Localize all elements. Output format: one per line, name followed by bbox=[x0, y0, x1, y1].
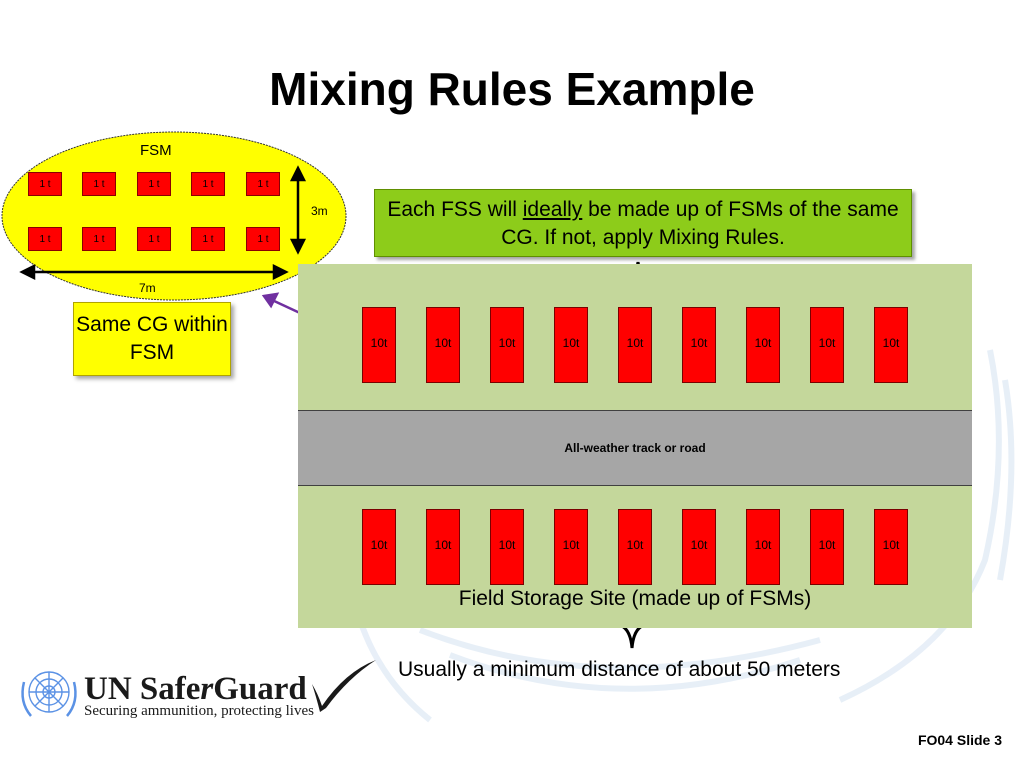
site-label: Field Storage Site (made up of FSMs) bbox=[458, 587, 812, 610]
fsm-ellipse bbox=[1, 131, 347, 301]
storage-cell: 10t bbox=[746, 509, 780, 585]
fsm-cell: 1 t bbox=[191, 172, 225, 196]
fss-callout-text-pre: Each FSS will bbox=[387, 198, 523, 221]
fsm-label: FSM bbox=[140, 142, 172, 159]
road-band bbox=[298, 410, 972, 486]
storage-cell: 10t bbox=[874, 509, 908, 585]
distance-note: Usually a minimum distance of about 50 m… bbox=[398, 658, 841, 681]
fsm-cell: 1 t bbox=[28, 227, 62, 251]
width-label: 7m bbox=[139, 281, 156, 295]
fsm-cell: 1 t bbox=[246, 172, 280, 196]
fss-callout-emphasis: ideally bbox=[522, 198, 583, 221]
fsm-cell: 1 t bbox=[82, 227, 116, 251]
fsm-cell: 1 t bbox=[191, 227, 225, 251]
slide-number: FO04 Slide 3 bbox=[917, 732, 1002, 748]
storage-cell: 10t bbox=[490, 307, 524, 383]
storage-cell: 10t bbox=[618, 307, 652, 383]
storage-cell: 10t bbox=[874, 307, 908, 383]
logo-tagline: Securing ammunition, protecting lives bbox=[84, 703, 314, 719]
fss-callout: Each FSS will ideally be made up of FSMs… bbox=[374, 189, 912, 257]
width-dimension-arrow bbox=[19, 263, 289, 281]
height-label: 3m bbox=[311, 204, 328, 218]
fsm-cell: 1 t bbox=[82, 172, 116, 196]
road-label: All-weather track or road bbox=[564, 441, 706, 455]
fss-callout-text-post: be made up of FSMs of the same CG. If no… bbox=[501, 198, 899, 249]
fsm-cell: 1 t bbox=[28, 172, 62, 196]
storage-cell: 10t bbox=[810, 509, 844, 585]
un-emblem-icon bbox=[21, 671, 77, 717]
same-cg-callout: Same CG within FSM bbox=[73, 302, 231, 376]
storage-cell: 10t bbox=[362, 509, 396, 585]
logo-brand-italic: r bbox=[200, 671, 214, 707]
height-dimension-arrow bbox=[289, 165, 307, 255]
storage-cell: 10t bbox=[682, 509, 716, 585]
storage-cell: 10t bbox=[554, 509, 588, 585]
fsm-cell: 1 t bbox=[137, 172, 171, 196]
logo-brand: UN SaferGuard bbox=[84, 671, 307, 708]
logo-brand-post: Guard bbox=[213, 671, 307, 707]
storage-cell: 10t bbox=[810, 307, 844, 383]
logo-brand-pre: UN Safe bbox=[84, 671, 201, 707]
checkmark-icon bbox=[312, 660, 376, 712]
storage-cell: 10t bbox=[426, 509, 460, 585]
storage-cell: 10t bbox=[746, 307, 780, 383]
storage-cell: 10t bbox=[682, 307, 716, 383]
storage-cell: 10t bbox=[490, 509, 524, 585]
storage-cell: 10t bbox=[618, 509, 652, 585]
slide-title: Mixing Rules Example bbox=[269, 63, 755, 115]
storage-cell: 10t bbox=[362, 307, 396, 383]
fsm-cell: 1 t bbox=[246, 227, 280, 251]
storage-cell: 10t bbox=[554, 307, 588, 383]
un-emblem-watermark bbox=[357, 349, 1015, 723]
fsm-cell: 1 t bbox=[137, 227, 171, 251]
storage-cell: 10t bbox=[426, 307, 460, 383]
